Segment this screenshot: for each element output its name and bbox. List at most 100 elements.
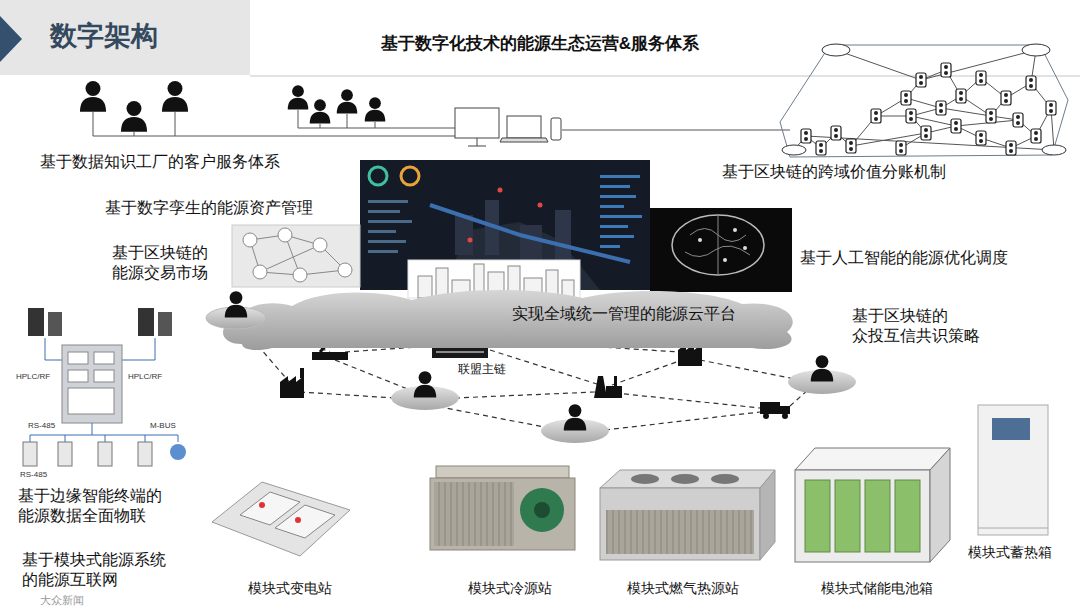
city-skyline-image-part-part [418, 276, 432, 298]
blockchain-network-part [936, 101, 946, 115]
modular-gas-heat-image-part [600, 488, 760, 560]
terminal-devices-part [507, 116, 541, 138]
signal-name: HPLC/RF [16, 372, 50, 382]
digital-twin-dashboard-part [498, 188, 503, 193]
battery-container-image-part [795, 470, 930, 562]
header-tab-part [250, 75, 1080, 77]
alliance-network-icons-part [312, 352, 348, 360]
user-group-part [288, 85, 309, 109]
blockchain-network-part [906, 109, 916, 123]
battery-container-image-part-part [805, 480, 830, 552]
edge-terminal-illustration-part [28, 308, 44, 336]
terminal-devices-part [551, 118, 561, 140]
blockchain-network-part [1026, 76, 1036, 90]
digital-twin-dashboard-part-part [600, 185, 630, 188]
alliance-network-lines-part-part [700, 360, 800, 380]
equipment-node: 模块式燃气热源站 [603, 462, 763, 598]
edge-terminal-illustration-part [138, 308, 154, 336]
equipment-caption: 模块式蓄热箱 [968, 542, 1052, 562]
edge-terminal-illustration-part [68, 352, 114, 414]
heat-storage-cabinet-image-part [978, 405, 1048, 535]
terminal-devices-part [477, 138, 478, 146]
alliance-network-icons-part [760, 402, 780, 414]
modular-gas-heat-image-part [671, 474, 699, 484]
modular-substation-image-part [212, 482, 350, 556]
cloud-platform: 实现全域统一管理的能源云平台 [212, 282, 804, 352]
trading-network-image-part-part [278, 228, 292, 242]
trading-network-image-part-part [338, 263, 352, 277]
blockchain-network-part [1006, 141, 1016, 155]
modular-cooling-image-part [430, 478, 575, 550]
blockchain-network-part [801, 129, 811, 143]
modular-gas-heat-image-part [606, 510, 754, 554]
modular-gas-heat-image-part [711, 474, 739, 484]
ai-brain-image-part [672, 215, 764, 275]
blockchain-network-part [831, 126, 841, 140]
modular-cooling-image-part [434, 482, 514, 546]
chain-label: 联盟主链 [458, 362, 506, 377]
alliance-network-icons-part [782, 413, 788, 419]
blockchain-network-part-part [1022, 44, 1050, 56]
battery-container-image [795, 448, 950, 562]
trading-network-image-part-part [243, 233, 257, 247]
feature-label: 基于数字孪生的能源资产管理 [105, 198, 313, 218]
modular-gas-heat-image-part [600, 470, 775, 488]
terminal-devices-part [500, 138, 548, 142]
digital-twin-dashboard-part-part [368, 240, 406, 243]
feature-label: 基于区块链的 能源交易市场 [112, 243, 208, 283]
equipment-node: 模块式变电站 [225, 462, 355, 598]
cloud-outline [223, 290, 793, 350]
blockchain-network-part [921, 126, 931, 140]
battery-container-image-part-part [835, 480, 860, 552]
alliance-network-icons-part [763, 413, 769, 419]
ai-brain-image-part [650, 208, 792, 292]
user-group-part [310, 99, 331, 123]
user-group-part [93, 112, 455, 136]
blockchain-network-part [782, 44, 1066, 155]
alliance-network-lines-part-part [615, 393, 760, 408]
ai-brain-image-part [743, 246, 747, 250]
trading-network-image-part [232, 225, 360, 287]
edge-terminal-illustration-part-part [138, 442, 152, 466]
battery-container-image-part [805, 480, 920, 552]
modular-gas-heat-image-part [631, 474, 659, 484]
blockchain-network-part [816, 141, 826, 155]
modular-substation-image-part [275, 505, 335, 538]
edge-terminal-illustration-part [158, 312, 172, 336]
digital-twin-dashboard-part-part [600, 225, 628, 228]
equipment-node: 模块式储能电池箱 [797, 440, 957, 598]
digital-twin-dashboard-part [555, 210, 571, 260]
terminal-devices-part [562, 130, 790, 131]
edge-terminal-illustration-part-part [68, 352, 88, 364]
feature-label: 基于人工智能的能源优化调度 [800, 248, 1008, 268]
equipment-caption: 模块式储能电池箱 [821, 578, 933, 598]
blockchain-network-part-part [822, 44, 850, 56]
signal-name: HPLC/RF [128, 372, 162, 382]
edge-terminal-illustration-part [48, 312, 62, 336]
cloud-user-icon-part [225, 291, 247, 317]
digital-twin-dashboard-part [401, 167, 419, 185]
user-group-part [365, 97, 386, 121]
blockchain-network-part [836, 50, 1036, 83]
blockchain-network-part [1031, 129, 1041, 143]
digital-twin-dashboard-part [600, 175, 642, 248]
terminal-devices [455, 108, 790, 146]
ai-brain-image-part [723, 258, 727, 262]
trading-network-image-part-part [293, 268, 307, 282]
blockchain-network-part [1046, 101, 1056, 115]
digital-twin-dashboard-part [455, 215, 473, 255]
battery-container-image-part [930, 448, 950, 562]
equipment-caption: 模块式变电站 [248, 578, 332, 598]
blockchain-network-part [876, 108, 1036, 136]
digital-twin-dashboard-part-part [368, 250, 398, 253]
alliance-network-icons-part [564, 404, 586, 430]
blockchain-network-part [871, 109, 881, 123]
blockchain-network-part [976, 71, 986, 85]
digital-twin-dashboard-part-part [600, 205, 624, 208]
terminal-devices-part [468, 146, 486, 147]
blockchain-network-part-part [1042, 145, 1066, 155]
trading-network-image-part-part [253, 265, 267, 279]
alliance-network-lines-part-part [490, 350, 600, 385]
alliance-network-lines-part-part [605, 412, 760, 430]
